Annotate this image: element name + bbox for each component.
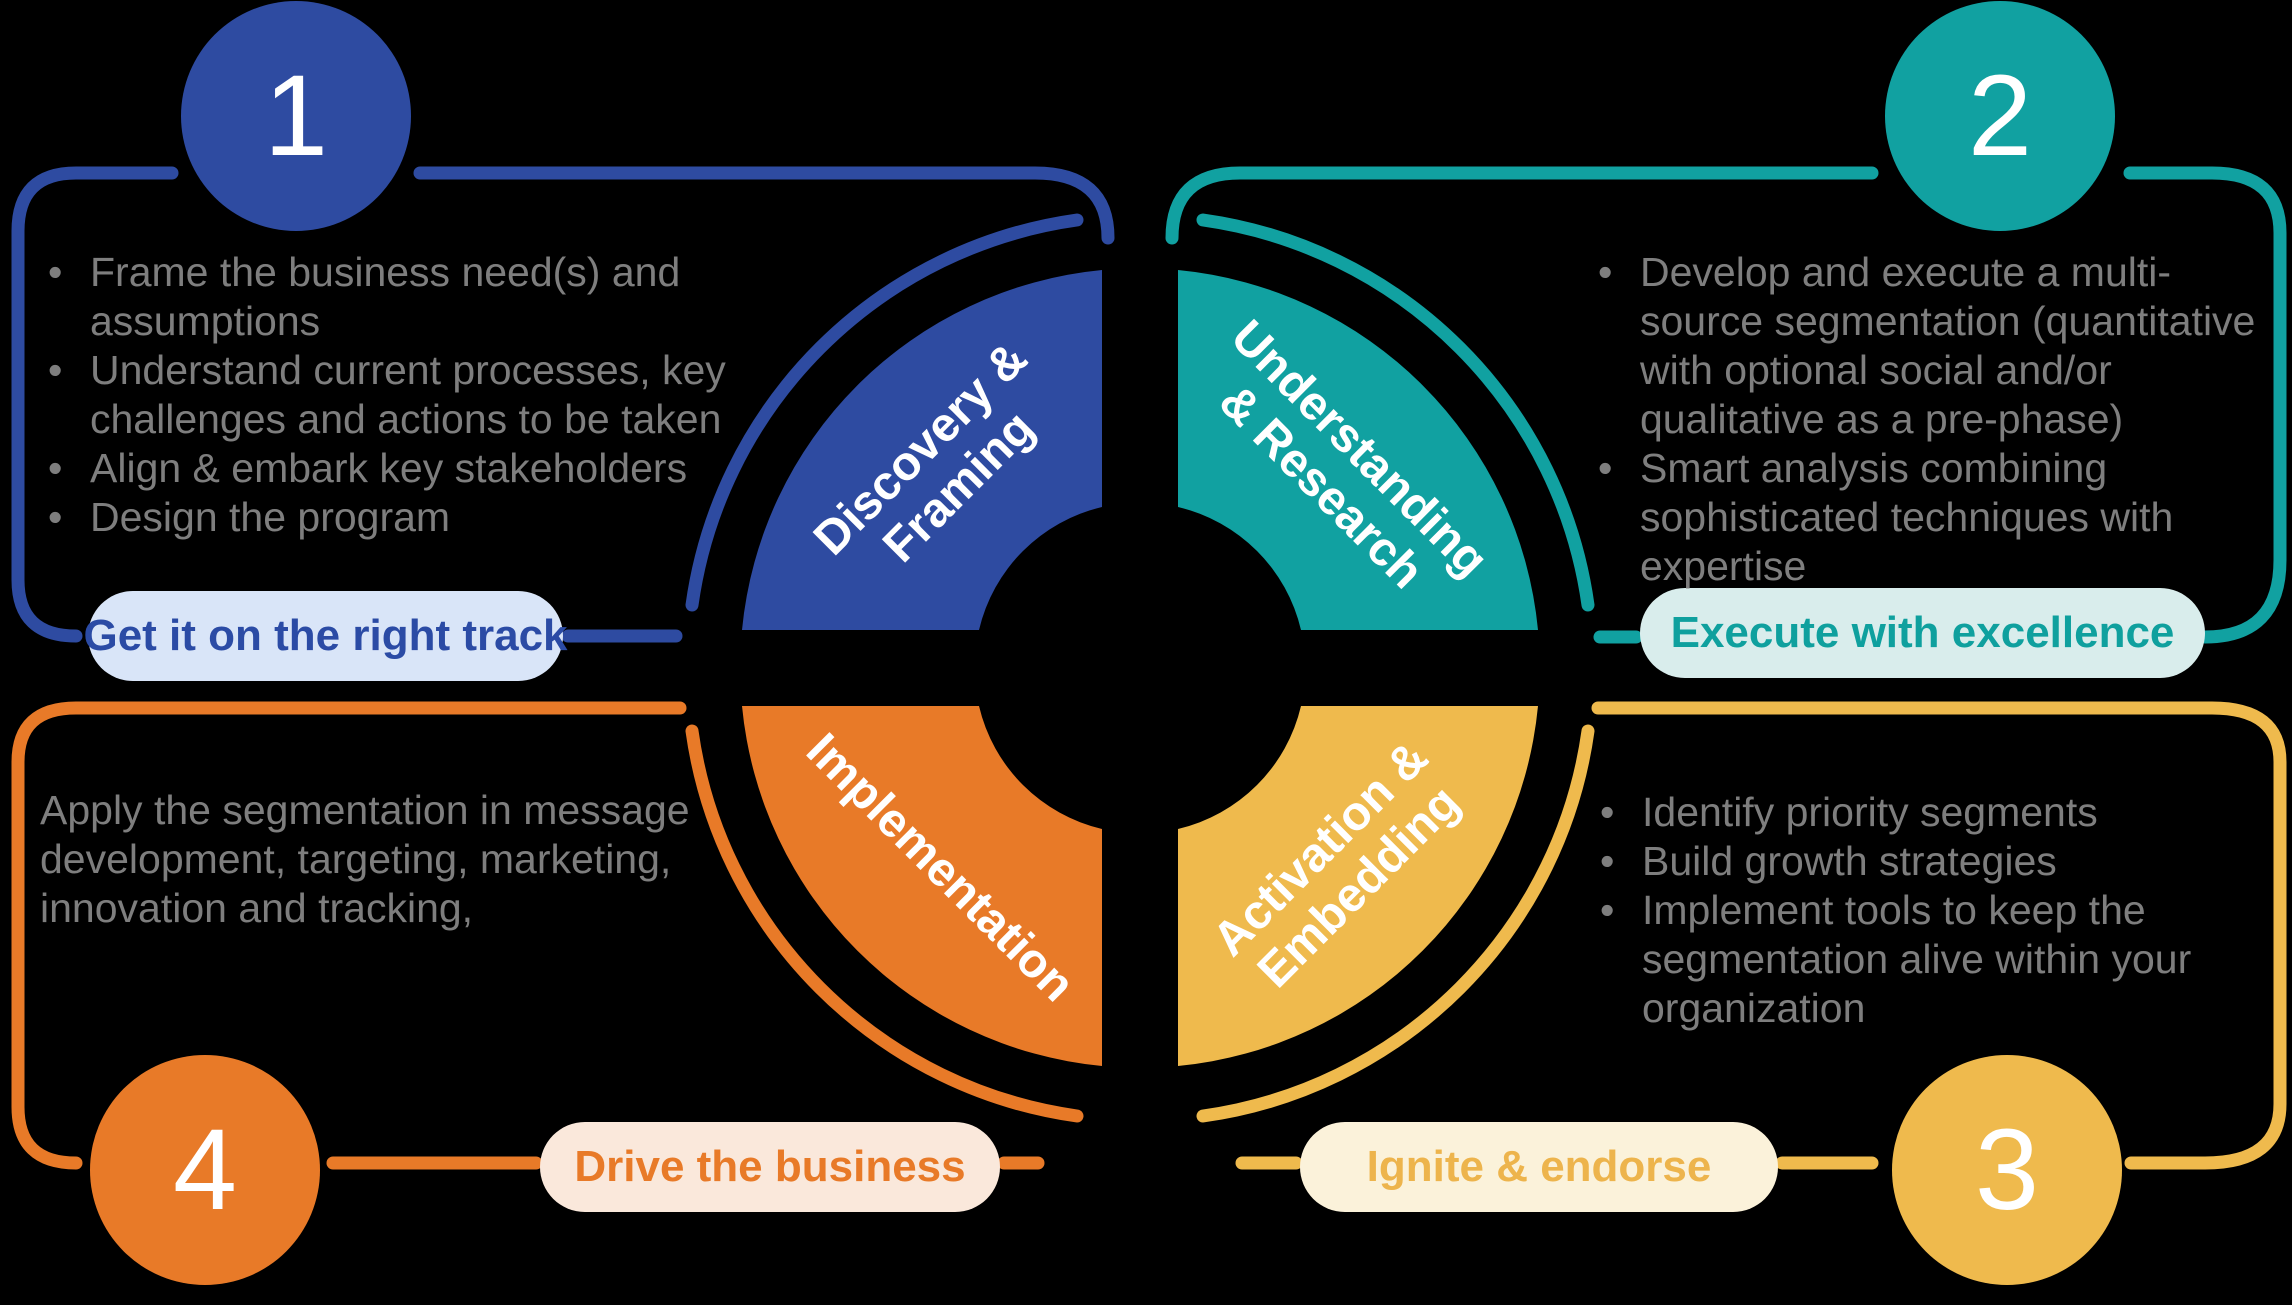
wedge-understanding-research: [1178, 270, 1538, 630]
step-4-badge: 4: [90, 1055, 320, 1285]
bullet-icon: •: [48, 347, 63, 393]
notes-quadrant-3: • Identify priority segments • Build gro…: [1600, 788, 2264, 1033]
list-item: • Design the program: [48, 493, 1028, 542]
wedge-activation-embedding: [1178, 706, 1538, 1066]
step-4-number: 4: [173, 1106, 237, 1234]
phase-pill-right-track: Get it on the right track: [83, 591, 568, 681]
notes-quadrant-2: • Develop and execute a multi- source se…: [1598, 248, 2262, 591]
box-border-top-right-2: [2123, 166, 2287, 644]
bullet-icon: •: [1598, 249, 1613, 295]
note-text: Develop and execute a multi- source segm…: [1640, 249, 2256, 442]
box-border-top-right: [1165, 166, 1879, 245]
inner-arc-top-right: [1196, 213, 1595, 612]
quadrant-1-graphics: [11, 166, 1115, 643]
note-text: Design the program: [90, 494, 451, 540]
phase-pill-execute-excellence: Execute with excellence: [1640, 588, 2205, 678]
note-text: Align & embark key stakeholders: [90, 445, 688, 491]
notes-quadrant-4: Apply the segmentation in message develo…: [40, 786, 980, 933]
note-text: Understand current processes, key challe…: [90, 347, 726, 442]
step-1-number: 1: [264, 52, 328, 180]
list-item: • Understand current processes, key chal…: [48, 346, 1028, 444]
note-text: Smart analysis combining sophisticated t…: [1640, 445, 2174, 589]
list-item: • Smart analysis combining sophisticated…: [1598, 444, 2262, 591]
list-item: • Align & embark key stakeholders: [48, 444, 1028, 493]
bullet-icon: •: [1600, 838, 1615, 884]
step-1-badge: 1: [181, 1, 411, 231]
box-border-top-left-2: [413, 166, 1115, 245]
bullet-icon: •: [48, 445, 63, 491]
list-item: • Frame the business need(s) and assumpt…: [48, 248, 1028, 346]
box-border-top-left: [11, 166, 179, 643]
inner-arc-top-left: [685, 213, 1084, 612]
note-text: Identify priority segments: [1642, 789, 2098, 835]
bullet-icon: •: [48, 249, 63, 295]
note-text: Implement tools to keep the segmentation…: [1642, 887, 2192, 1031]
wedge-implementation: [742, 706, 1102, 1066]
note-text: Frame the business need(s) and assumptio…: [90, 249, 681, 344]
list-item: • Identify priority segments: [1600, 788, 2264, 837]
inner-arc-bottom-left: [685, 724, 1084, 1123]
quadrant-3-graphics: [1178, 701, 2287, 1170]
quadrant-2-graphics: [1165, 166, 2287, 644]
notes-quadrant-1: • Frame the business need(s) and assumpt…: [48, 248, 1028, 542]
bullet-icon: •: [1598, 445, 1613, 491]
box-border-bottom-left: [11, 701, 687, 1170]
step-3-number: 3: [1975, 1106, 2039, 1234]
wedge-discovery-framing: [742, 270, 1102, 630]
list-item: • Develop and execute a multi- source se…: [1598, 248, 2262, 444]
bullet-icon: •: [1600, 887, 1615, 933]
phase-pill-ignite-endorse: Ignite & endorse: [1300, 1122, 1778, 1212]
list-item: • Implement tools to keep the segmentati…: [1600, 886, 2264, 1033]
step-3-badge: 3: [1892, 1055, 2122, 1285]
bullet-icon: •: [48, 494, 63, 540]
box-border-bottom-right: [1591, 701, 2287, 1170]
step-2-badge: 2: [1885, 1, 2115, 231]
inner-arc-bottom-right: [1196, 724, 1595, 1123]
step-2-number: 2: [1968, 52, 2032, 180]
bullet-icon: •: [1600, 789, 1615, 835]
phase-pill-drive-business: Drive the business: [540, 1122, 1000, 1212]
note-text: Apply the segmentation in message develo…: [40, 787, 690, 931]
note-text: Build growth strategies: [1642, 838, 2057, 884]
quadrant-4-graphics: [11, 701, 1102, 1170]
list-item: • Build growth strategies: [1600, 837, 2264, 886]
